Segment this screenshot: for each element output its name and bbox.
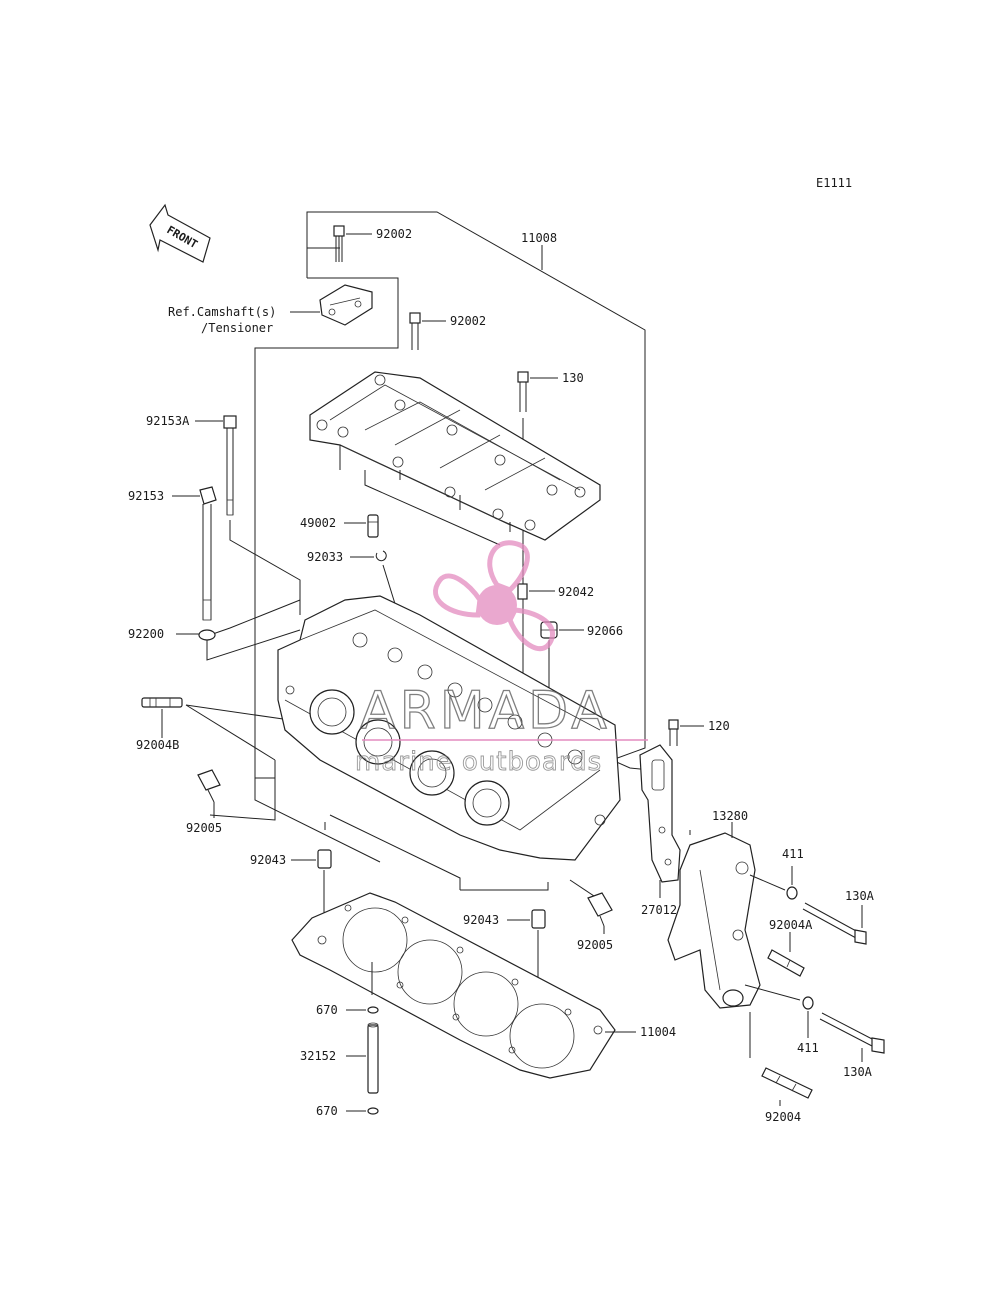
label-411-bottom: 411 [797, 1041, 819, 1055]
label-92004B: 92004B [136, 738, 179, 752]
label-92200: 92200 [128, 627, 164, 641]
bolt-92002-mid [409, 312, 421, 350]
camshaft-holder [309, 371, 601, 541]
dowel-92043-left [317, 849, 332, 869]
label-92002-top: 92002 [376, 227, 412, 241]
label-670-top: 670 [316, 1003, 338, 1017]
pipe-32152 [367, 1022, 379, 1094]
label-130A-bottom: 130A [843, 1065, 873, 1079]
label-49002: 49002 [300, 516, 336, 530]
oring-670-bottom [367, 1107, 379, 1115]
bolt-120 [668, 719, 679, 746]
watermark-brand: ARMADA [360, 681, 611, 741]
label-130: 130 [562, 371, 584, 385]
washer-92200 [198, 629, 216, 641]
label-92043-left: 92043 [250, 853, 286, 867]
label-92066: 92066 [587, 624, 623, 638]
label-92004A: 92004A [769, 918, 813, 932]
label-11008: 11008 [521, 231, 557, 245]
label-13280: 13280 [712, 809, 748, 823]
label-92043-right: 92043 [463, 913, 499, 927]
label-670-bottom: 670 [316, 1104, 338, 1118]
label-92005-right: 92005 [577, 938, 613, 952]
bolt-92153A [223, 415, 237, 516]
guide-49002 [367, 514, 379, 538]
washer-411-top [786, 886, 798, 900]
ref-note-line1: Ref.Camshaft(s) [168, 305, 276, 319]
label-411-top: 411 [782, 847, 804, 861]
label-92005-left: 92005 [186, 821, 222, 835]
diagram-id: E1111 [816, 176, 852, 190]
bolt-92153 [199, 486, 217, 621]
bracket-27012 [639, 744, 681, 883]
label-11004: 11004 [640, 1025, 676, 1039]
head-gasket-11004 [291, 892, 616, 1079]
propeller-icon [433, 540, 555, 652]
fitting-92005-left [197, 769, 221, 803]
watermark-tagline: marine outboards [355, 747, 602, 777]
label-92042: 92042 [558, 585, 594, 599]
bolt-92002-top [333, 225, 345, 262]
engine-mount-13280 [667, 832, 761, 1009]
washer-411-bottom [802, 996, 814, 1010]
front-arrow-icon: FRONT [149, 203, 211, 263]
bolt-130A-bottom [819, 1012, 885, 1054]
clip-92033 [375, 550, 387, 562]
bolt-130A-top [802, 902, 867, 945]
oring-670-top [367, 1006, 379, 1014]
label-92002-mid: 92002 [450, 314, 486, 328]
label-27012: 27012 [641, 903, 677, 917]
label-92033: 92033 [307, 550, 343, 564]
stud-92004A [767, 949, 805, 977]
label-120: 120 [708, 719, 730, 733]
label-92153A: 92153A [146, 414, 190, 428]
label-92004: 92004 [765, 1110, 801, 1124]
dowel-92043-right [531, 909, 546, 929]
watermark-logo: ARMADA marine outboards [355, 540, 648, 777]
stud-92004 [761, 1067, 813, 1099]
ref-note-line2: /Tensioner [201, 321, 273, 335]
fitting-92005-right [587, 892, 613, 927]
label-32152: 32152 [300, 1049, 336, 1063]
camshaft-cap [319, 284, 373, 326]
cylinder-head [277, 595, 621, 861]
label-130A-top: 130A [845, 889, 875, 903]
pin-92042 [517, 583, 528, 600]
label-92153: 92153 [128, 489, 164, 503]
bolt-130 [517, 371, 529, 412]
stud-92004B [141, 697, 183, 708]
